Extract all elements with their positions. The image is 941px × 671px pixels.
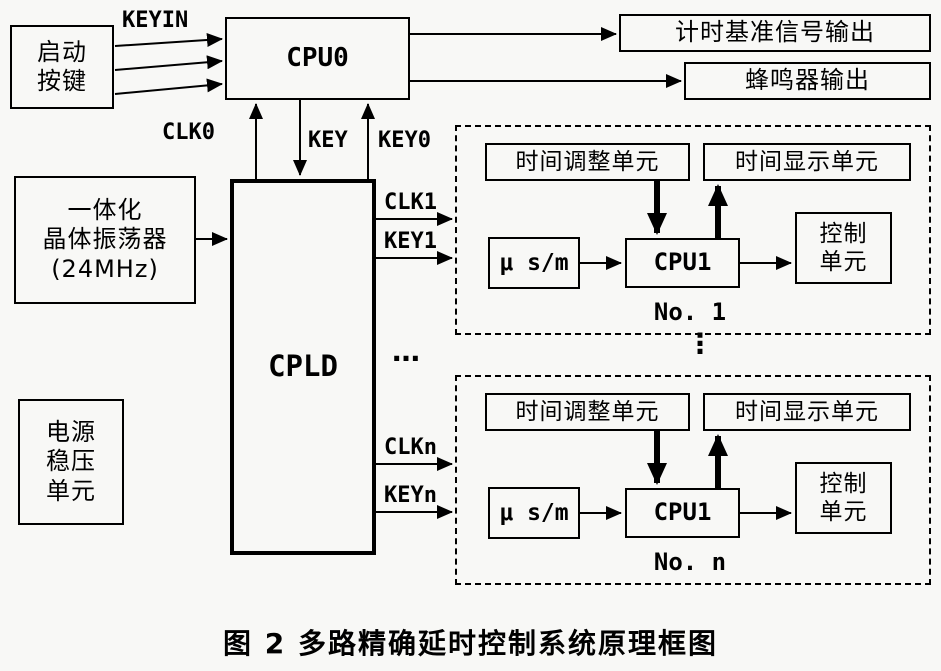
key1-label: KEY1 <box>384 229 437 254</box>
clk1-label: CLK1 <box>384 190 437 215</box>
cpld-block: CPLD <box>230 179 376 555</box>
horizontal-ellipsis: … <box>392 335 420 368</box>
keyin-label: KEYIN <box>122 8 189 33</box>
channel-1-time-adjust-block: 时间调整单元 <box>485 143 690 181</box>
key0-label: KEY0 <box>378 128 431 153</box>
channel-n-cpu1-block: CPU1 <box>625 488 740 538</box>
clkn-label: CLKn <box>384 435 437 460</box>
power-regulator-block: 电源 稳压 单元 <box>18 399 124 525</box>
channel-n-time-display-block: 时间显示单元 <box>703 393 911 431</box>
buzzer-output-block: 蜂鸣器输出 <box>684 62 931 100</box>
channel-1-control-unit-block: 控制 单元 <box>795 212 892 284</box>
channel-n-number-label: No. n <box>653 548 727 576</box>
channel-n-group <box>455 375 931 585</box>
key-label: KEY <box>308 128 348 153</box>
keyn-label: KEYn <box>384 483 437 508</box>
figure-caption: 图 2 多路精确延时控制系统原理框图 <box>223 627 718 660</box>
oscillator-block: 一体化 晶体振荡器 (24MHz) <box>14 176 196 304</box>
timing-reference-output-block: 计时基准信号输出 <box>619 14 931 52</box>
channel-n-time-adjust-block: 时间调整单元 <box>485 393 690 431</box>
start-button-block: 启动 按键 <box>10 25 114 109</box>
channel-n-usm-block: μ s/m <box>488 487 580 539</box>
keyin-arrows <box>114 32 223 95</box>
channel-1-number-label: No. 1 <box>653 298 727 326</box>
channel-n-control-unit-block: 控制 单元 <box>795 462 892 534</box>
channel-1-time-display-block: 时间显示单元 <box>703 143 911 181</box>
channel-1-usm-block: μ s/m <box>488 237 580 289</box>
clk0-label: CLK0 <box>162 120 215 145</box>
channel-1-cpu1-block: CPU1 <box>625 238 740 288</box>
channel-1-group <box>455 125 931 335</box>
cpu0-block: CPU0 <box>225 17 410 100</box>
